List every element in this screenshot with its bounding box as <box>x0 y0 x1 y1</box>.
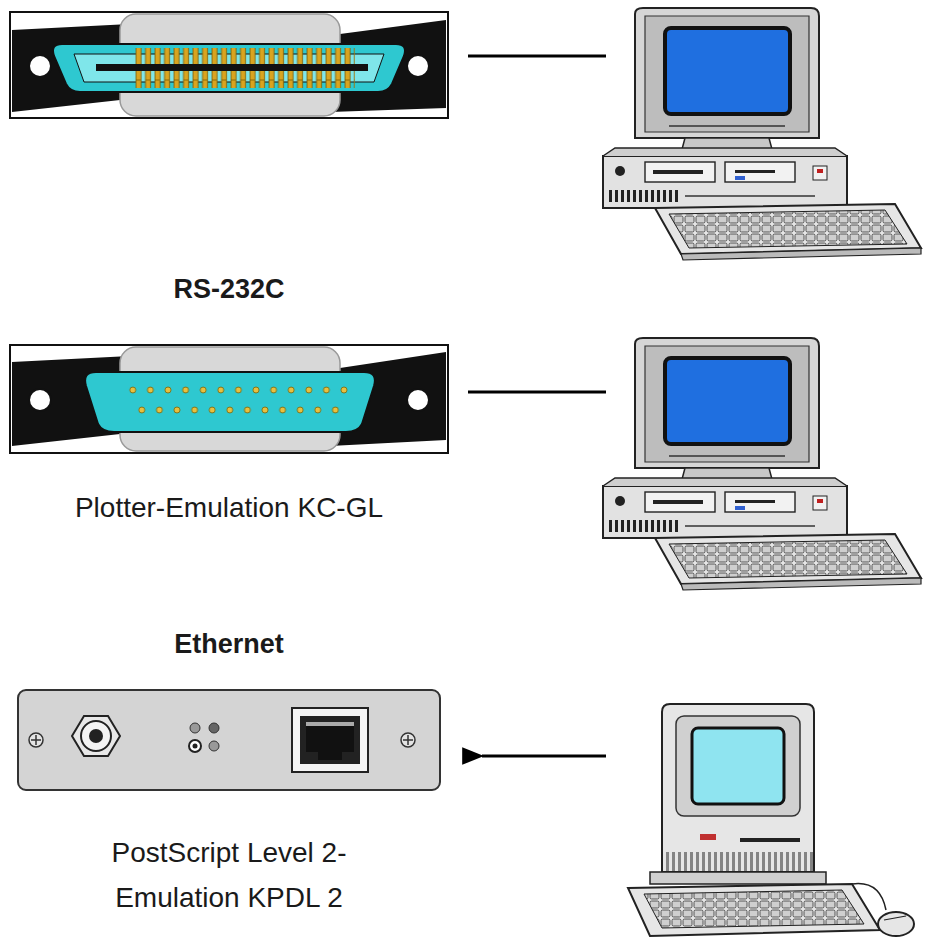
caption-label: RS-232C <box>9 268 449 311</box>
cable-line <box>468 55 606 58</box>
mac-computer <box>628 704 914 936</box>
caption-label: PostScript Level 2- Emulation KPDL 2 <box>64 831 394 921</box>
cable-line <box>468 391 606 394</box>
pc-computer <box>603 338 921 590</box>
caption-label: Ethernet <box>9 623 449 666</box>
network-arrow <box>482 755 606 758</box>
serial-connector <box>10 345 448 453</box>
caption-label: Plotter-Emulation KC-GL <box>9 486 449 531</box>
parallel-connector <box>10 12 448 118</box>
pc-computer <box>603 8 921 260</box>
ethernet-panel <box>18 690 440 790</box>
